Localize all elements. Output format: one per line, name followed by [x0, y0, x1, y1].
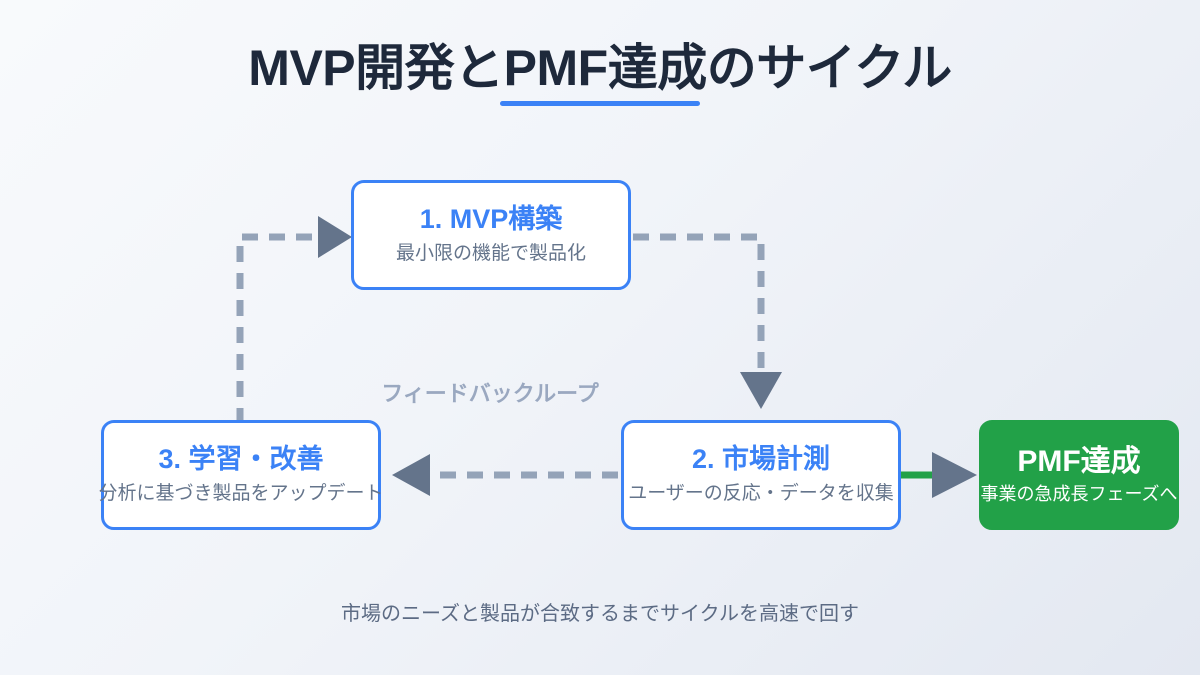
arrowhead-right-into-pmf — [932, 452, 977, 498]
connector-learn-to-mvp — [236, 216, 352, 424]
node-mvp-build-title: 1. MVP構築 — [419, 204, 563, 235]
arrowhead-right-into-mvp — [318, 216, 352, 258]
footer-note: 市場のニーズと製品が合致するまでサイクルを高速で回す — [341, 603, 859, 625]
connector-measure-to-learn — [392, 454, 618, 496]
node-learn-improve[interactable]: 3. 学習・改善 分析に基づき製品をアップデート — [98, 420, 384, 530]
node-learn-improve-subtitle: 分析に基づき製品をアップデート — [98, 482, 384, 504]
node-pmf-achieved-title: PMF達成 — [1017, 445, 1141, 479]
node-mvp-build[interactable]: 1. MVP構築 最小限の機能で製品化 — [351, 180, 631, 290]
node-pmf-achieved-subtitle: 事業の急成長フェーズへ — [980, 484, 1178, 505]
page-title: MVP開発とPMF達成のサイクル — [248, 40, 952, 96]
arrowhead-left-into-learn — [392, 454, 430, 496]
node-market-measure-subtitle: ユーザーの反応・データを収集 — [628, 482, 894, 504]
node-pmf-achieved[interactable]: PMF達成 事業の急成長フェーズへ — [979, 420, 1179, 530]
connector-measure-to-pmf — [900, 452, 977, 498]
node-market-measure-title: 2. 市場計測 — [691, 444, 831, 475]
connector-mvp-to-measure — [633, 233, 782, 409]
node-market-measure[interactable]: 2. 市場計測 ユーザーの反応・データを収集 — [621, 420, 901, 530]
node-mvp-build-subtitle: 最小限の機能で製品化 — [395, 242, 586, 264]
title-underline-accent — [500, 101, 700, 106]
arrowhead-down-into-measure — [740, 372, 782, 409]
node-learn-improve-title: 3. 学習・改善 — [158, 444, 324, 475]
feedback-loop-label: フィードバックループ — [381, 381, 599, 406]
